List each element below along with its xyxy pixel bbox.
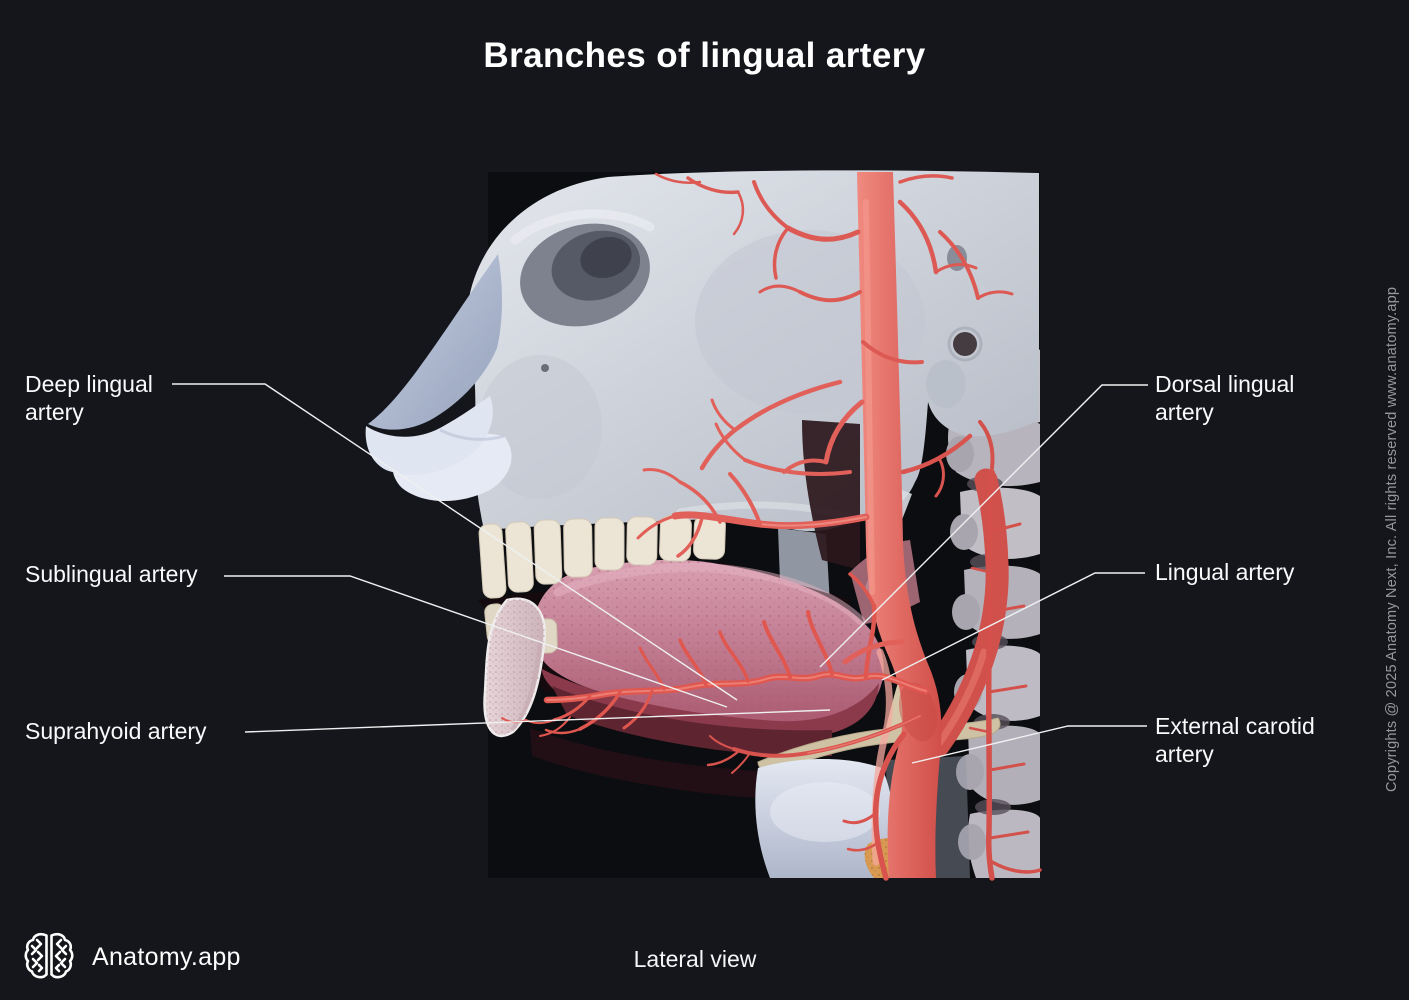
label-text: Dorsal lingual (1155, 371, 1295, 397)
larynx-shape (755, 759, 895, 878)
suprahyoid-artery-shape (706, 714, 922, 774)
copyright-text: Copyrights @ 2025 Anatomy Next, Inc. All… (1384, 286, 1400, 792)
brand-name: Anatomy.app (92, 943, 241, 971)
page-title: Branches of lingual artery (483, 36, 926, 75)
label-text: Suprahyoid artery (25, 718, 207, 744)
brain-icon (23, 929, 75, 986)
label-dorsal-lingual-artery: Dorsal lingual artery (1155, 371, 1294, 426)
anatomy-illustration (365, 170, 1042, 881)
label-text: External carotid (1155, 713, 1315, 739)
label-external-carotid-artery: External carotid artery (1155, 713, 1315, 768)
label-lingual-artery: Lingual artery (1155, 559, 1294, 587)
chin-shadow (530, 728, 818, 800)
superior-thyroid-artery-shape (842, 731, 907, 881)
temporal-artery-branches-shape (654, 172, 1014, 365)
label-text: Sublingual artery (25, 561, 198, 587)
label-text: Lingual artery (1155, 559, 1295, 585)
label-text: artery (1155, 740, 1214, 767)
label-suprahyoid-artery: Suprahyoid artery (25, 718, 207, 746)
label-deep-lingual-artery: Deep lingual artery (25, 371, 153, 426)
view-label: Lateral view (633, 946, 757, 972)
label-text: artery (25, 398, 84, 425)
label-text: Deep lingual (25, 371, 153, 397)
label-text: artery (1155, 398, 1214, 425)
label-sublingual-artery: Sublingual artery (25, 561, 198, 589)
